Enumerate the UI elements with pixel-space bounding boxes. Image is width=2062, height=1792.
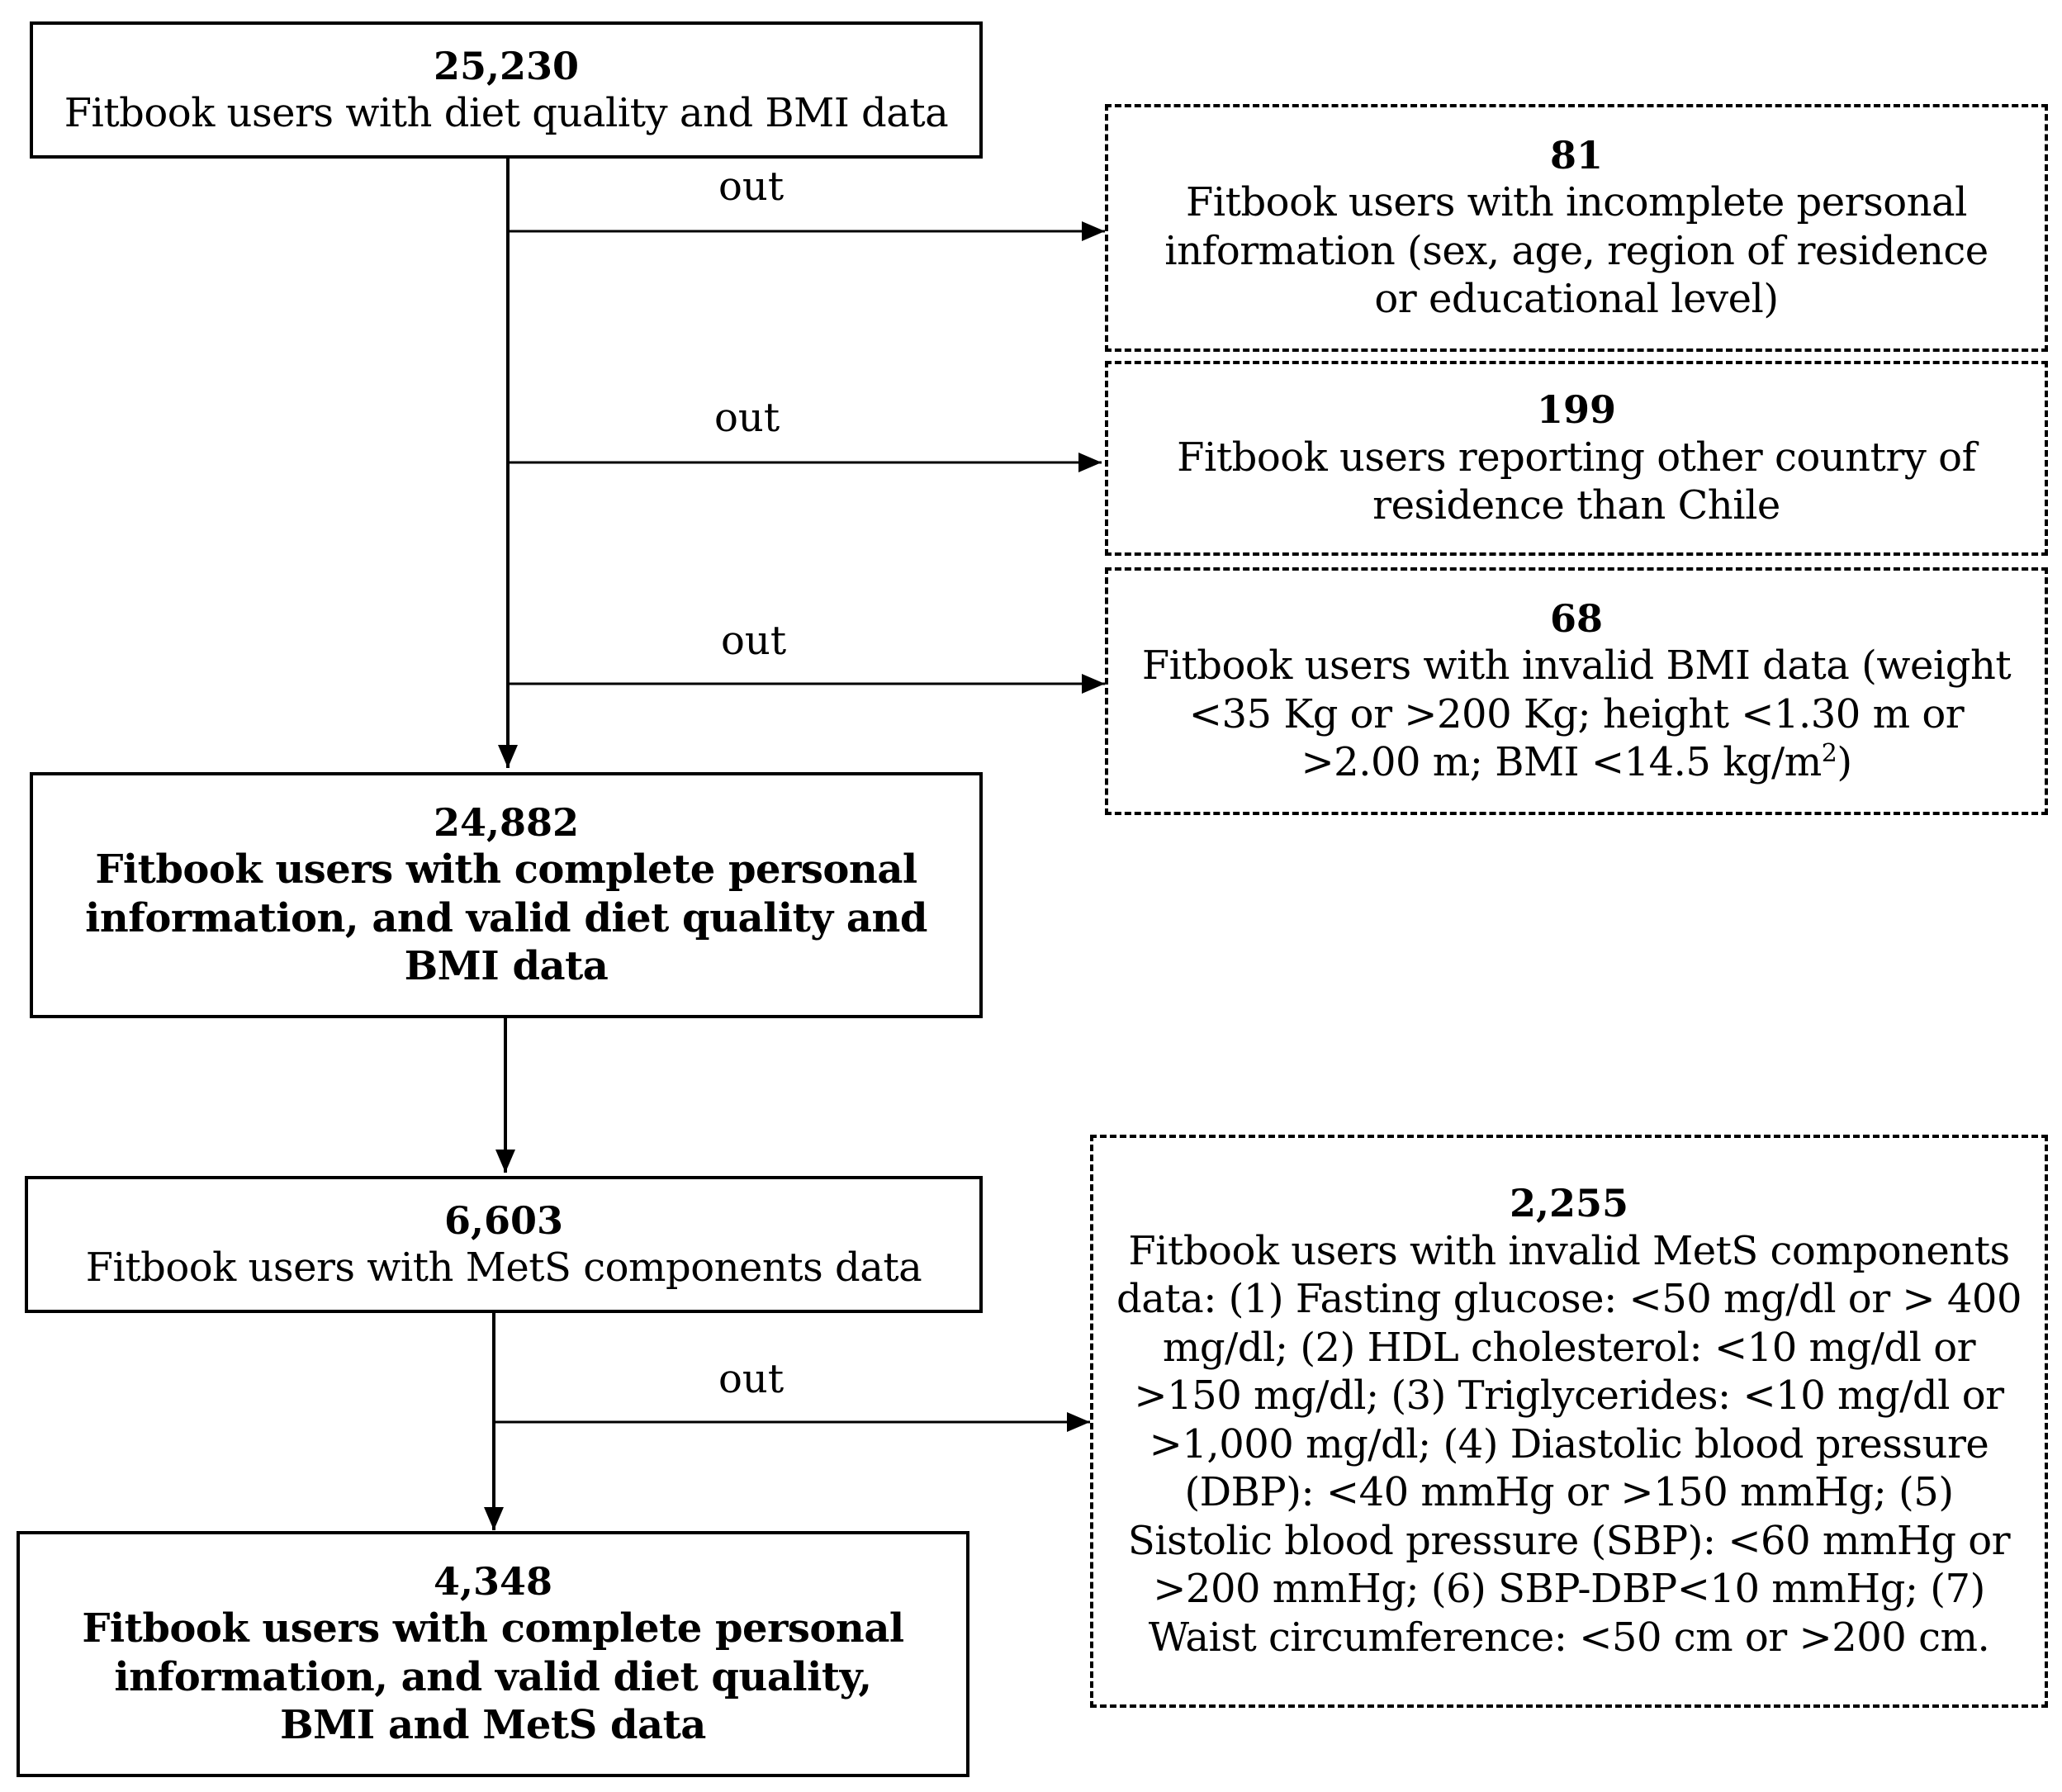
excl2-text: Fitbook users reporting other country of…	[1177, 434, 1976, 529]
box-exclusion-country: 199 Fitbook users reporting other countr…	[1105, 361, 2048, 556]
excl3-text-sup: 2	[1821, 739, 1837, 769]
excl4-count: 2,255	[1509, 1181, 1629, 1226]
box-exclusion-mets: 2,255 Fitbook users with invalid MetS co…	[1090, 1135, 2048, 1708]
step2-count: 24,882	[433, 800, 580, 846]
box-exclusion-bmi: 68 Fitbook users with invalid BMI data (…	[1105, 567, 2048, 815]
label-out-4: out	[718, 1356, 785, 1402]
excl3-text-main: Fitbook users with invalid BMI data (wei…	[1141, 642, 2012, 786]
final-count: 4,348	[433, 1559, 553, 1605]
label-out-2: out	[714, 395, 780, 441]
step3-count: 6,603	[443, 1197, 564, 1243]
box-step3: 6,603 Fitbook users with MetS components…	[25, 1176, 983, 1313]
excl1-count: 81	[1549, 133, 1603, 178]
box-start: 25,230 Fitbook users with diet quality a…	[30, 21, 983, 159]
label-out-1: out	[718, 164, 785, 210]
label-out-3: out	[721, 618, 787, 664]
box-exclusion-incomplete: 81 Fitbook users with incomplete persona…	[1105, 104, 2048, 352]
excl3-text-end: )	[1837, 739, 1852, 786]
box-step2: 24,882 Fitbook users with complete perso…	[30, 772, 983, 1018]
excl4-text: Fitbook users with invalid MetS componen…	[1116, 1227, 2022, 1661]
excl3-count: 68	[1549, 596, 1603, 642]
step3-text: Fitbook users with MetS components data	[85, 1244, 922, 1291]
box-final: 4,348 Fitbook users with complete person…	[17, 1531, 969, 1777]
excl1-text: Fitbook users with incomplete personal i…	[1164, 179, 1989, 323]
final-text: Fitbook users with complete personal inf…	[82, 1605, 904, 1749]
start-count: 25,230	[433, 43, 580, 88]
start-text: Fitbook users with diet quality and BMI …	[64, 89, 949, 136]
excl3-text: Fitbook users with invalid BMI data (wei…	[1133, 642, 2020, 787]
excl2-count: 199	[1536, 387, 1617, 433]
step2-text: Fitbook users with complete personal inf…	[85, 846, 927, 990]
